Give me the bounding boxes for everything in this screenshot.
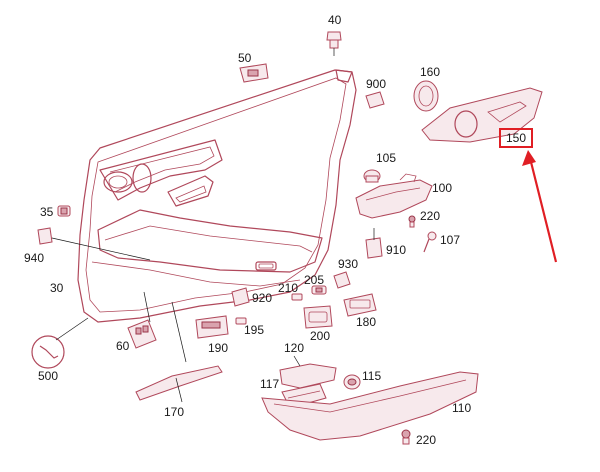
part-200-switch xyxy=(303,305,333,329)
part-100-handle xyxy=(355,173,433,219)
label-105: 105 xyxy=(376,151,396,165)
label-220-lower: 220 xyxy=(416,433,436,447)
highlight-arrow-head xyxy=(522,150,536,166)
part-labels: 40 50 160 900 150 105 100 220 107 910 35… xyxy=(24,13,526,447)
door-trim-panel xyxy=(77,69,357,323)
part-105-cap xyxy=(363,169,381,183)
part-220-screw-upper xyxy=(408,215,416,228)
label-210: 210 xyxy=(278,281,298,295)
label-170: 170 xyxy=(164,405,184,419)
label-60: 60 xyxy=(116,339,130,353)
label-205: 205 xyxy=(304,273,324,287)
label-220-upper: 220 xyxy=(420,209,440,223)
part-107-rod xyxy=(423,231,437,253)
highlight-box xyxy=(499,128,533,148)
part-120-trim xyxy=(279,355,337,389)
part-190-switch xyxy=(195,315,229,339)
part-110-sill-trim xyxy=(261,371,479,441)
label-40: 40 xyxy=(328,13,342,27)
part-900-pad xyxy=(365,91,385,109)
part-170-handle-frame xyxy=(135,365,223,403)
label-35: 35 xyxy=(40,205,54,219)
part-930-pad xyxy=(333,271,351,289)
label-107: 107 xyxy=(440,233,460,247)
part-115-cap xyxy=(343,374,361,390)
label-30: 30 xyxy=(50,281,64,295)
label-500: 500 xyxy=(38,369,58,383)
part-60-switch xyxy=(127,319,157,349)
highlight-arrow-shaft xyxy=(528,157,558,263)
label-920: 920 xyxy=(252,291,272,305)
label-150: 150 xyxy=(506,131,526,145)
part-920-pad xyxy=(231,287,250,307)
label-180: 180 xyxy=(356,315,376,329)
label-200: 200 xyxy=(310,329,330,343)
part-220-screw-lower xyxy=(401,429,411,445)
label-160: 160 xyxy=(420,65,440,79)
label-940: 940 xyxy=(24,251,44,265)
label-115: 115 xyxy=(362,369,381,383)
part-160-tweeter xyxy=(413,80,439,112)
seal-strips xyxy=(143,291,187,363)
part-500-tool xyxy=(31,317,89,369)
label-900: 900 xyxy=(366,77,386,91)
part-40-clip xyxy=(326,31,342,56)
label-910: 910 xyxy=(386,243,406,257)
part-50-bracket xyxy=(239,63,269,83)
label-50: 50 xyxy=(238,51,252,65)
label-190: 190 xyxy=(208,341,228,355)
highlight-callout xyxy=(499,128,558,263)
part-210-pin xyxy=(291,293,303,301)
part-180-reflector xyxy=(343,293,377,317)
label-110: 110 xyxy=(452,401,471,415)
part-35-clip xyxy=(57,205,71,217)
part-940-pad xyxy=(37,227,151,261)
label-120: 120 xyxy=(284,341,304,355)
part-195-cap xyxy=(235,317,247,325)
label-195: 195 xyxy=(244,323,264,337)
label-930: 930 xyxy=(338,257,358,271)
part-205-clip xyxy=(311,285,327,295)
label-100: 100 xyxy=(432,181,452,195)
part-910-pad xyxy=(365,228,383,259)
label-117: 117 xyxy=(260,377,279,391)
